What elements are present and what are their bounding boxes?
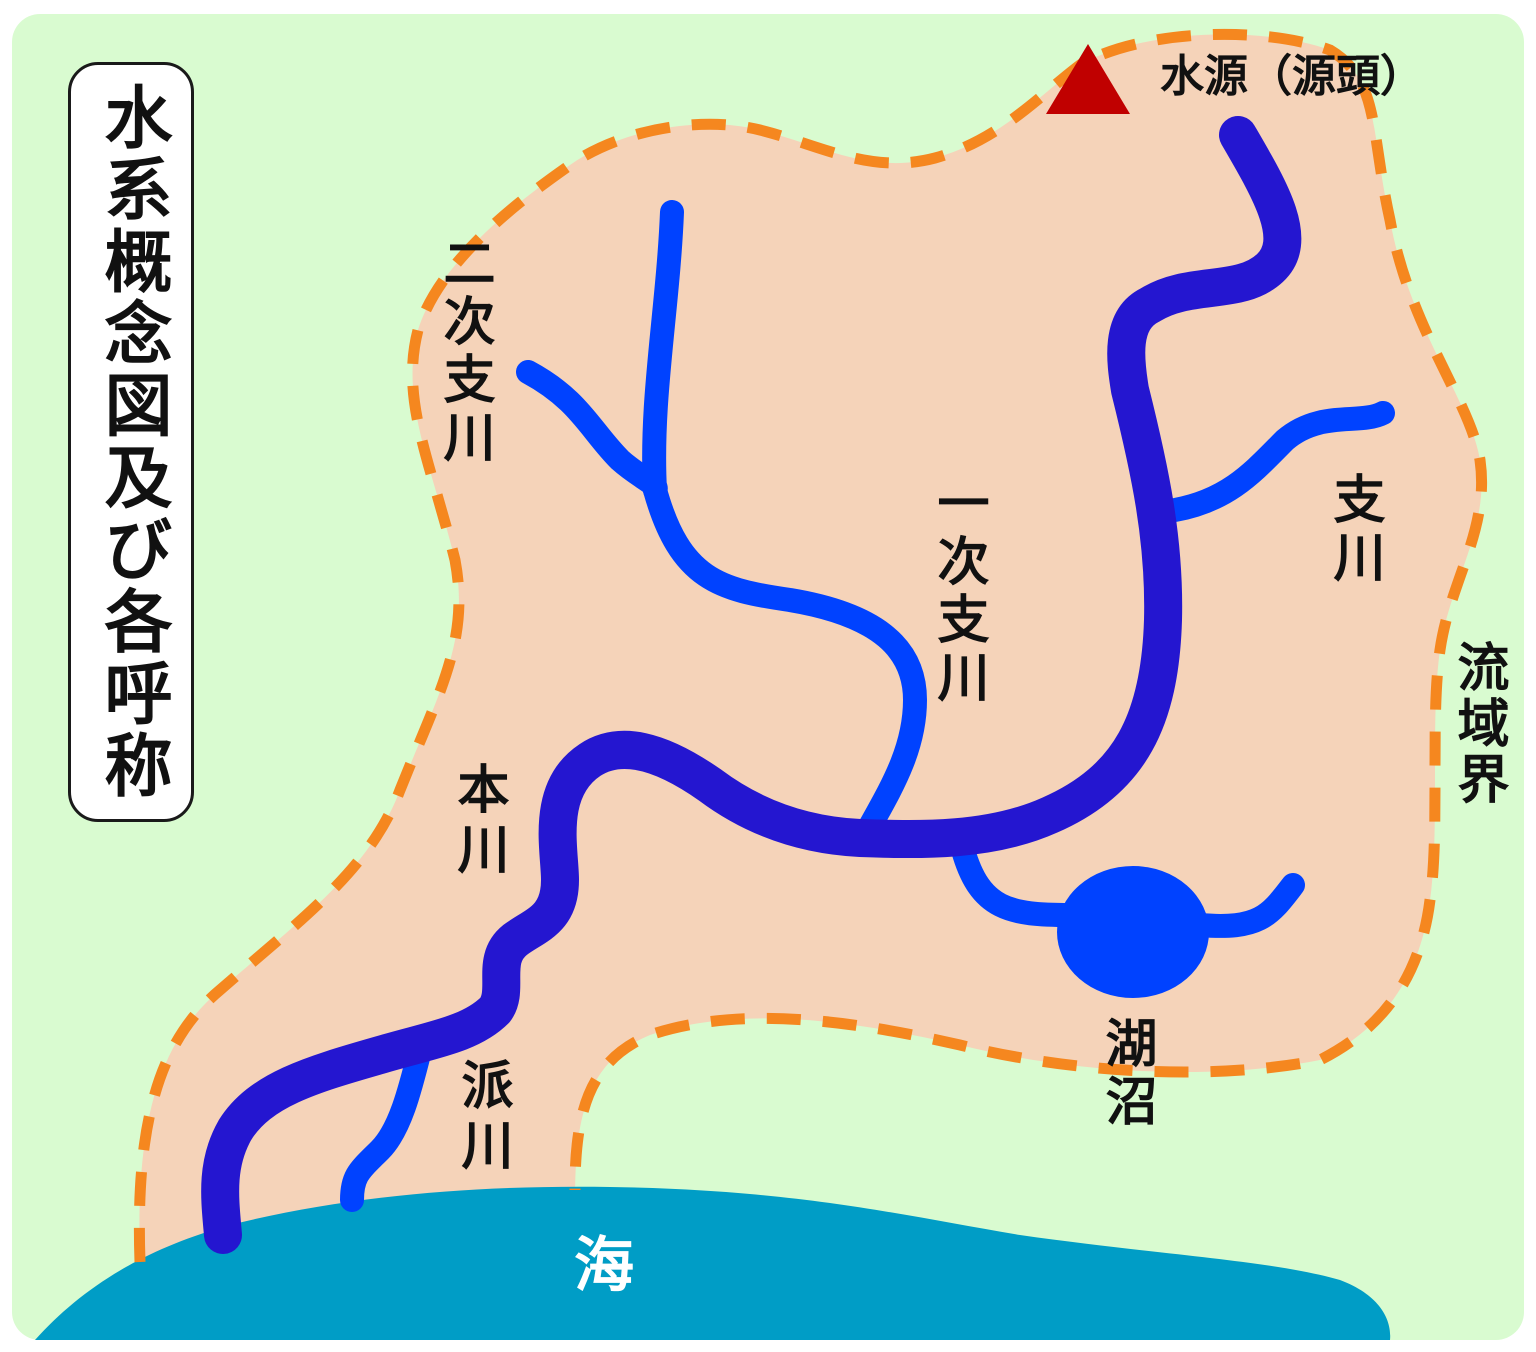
primary-tributary-label: 一次支川	[928, 476, 988, 708]
lake-outflow	[1188, 873, 1305, 938]
lake-marsh	[1057, 866, 1209, 998]
sea-area	[35, 1186, 1391, 1340]
source-triangle-icon	[1046, 44, 1130, 114]
secondary-tributary-upper	[642, 200, 684, 502]
secondary-tributary-label: 二次支川	[434, 236, 494, 468]
tributaries	[340, 200, 1395, 1212]
lake-inflow	[951, 838, 1082, 927]
lake-label: 湖沼	[1096, 1016, 1156, 1132]
primary-tributary	[643, 478, 927, 842]
distributary-river	[340, 1038, 432, 1212]
main-river-label: 本川	[448, 762, 508, 882]
tributary-label: 支川	[1324, 472, 1384, 588]
title-box: 水系概念図及び各呼称	[68, 62, 194, 822]
source-label: 水源（源頭）	[1160, 51, 1424, 102]
sea-label: 海	[574, 1231, 634, 1301]
main-river	[201, 116, 1302, 1254]
diagram-title: 水系概念図及び各呼称	[92, 82, 171, 802]
distributary-label: 派川	[452, 1058, 512, 1178]
right-tributary	[1163, 401, 1395, 522]
watershed-boundary-label: 流域界	[1448, 640, 1508, 808]
watershed-boundary-line	[133, 28, 1488, 1263]
